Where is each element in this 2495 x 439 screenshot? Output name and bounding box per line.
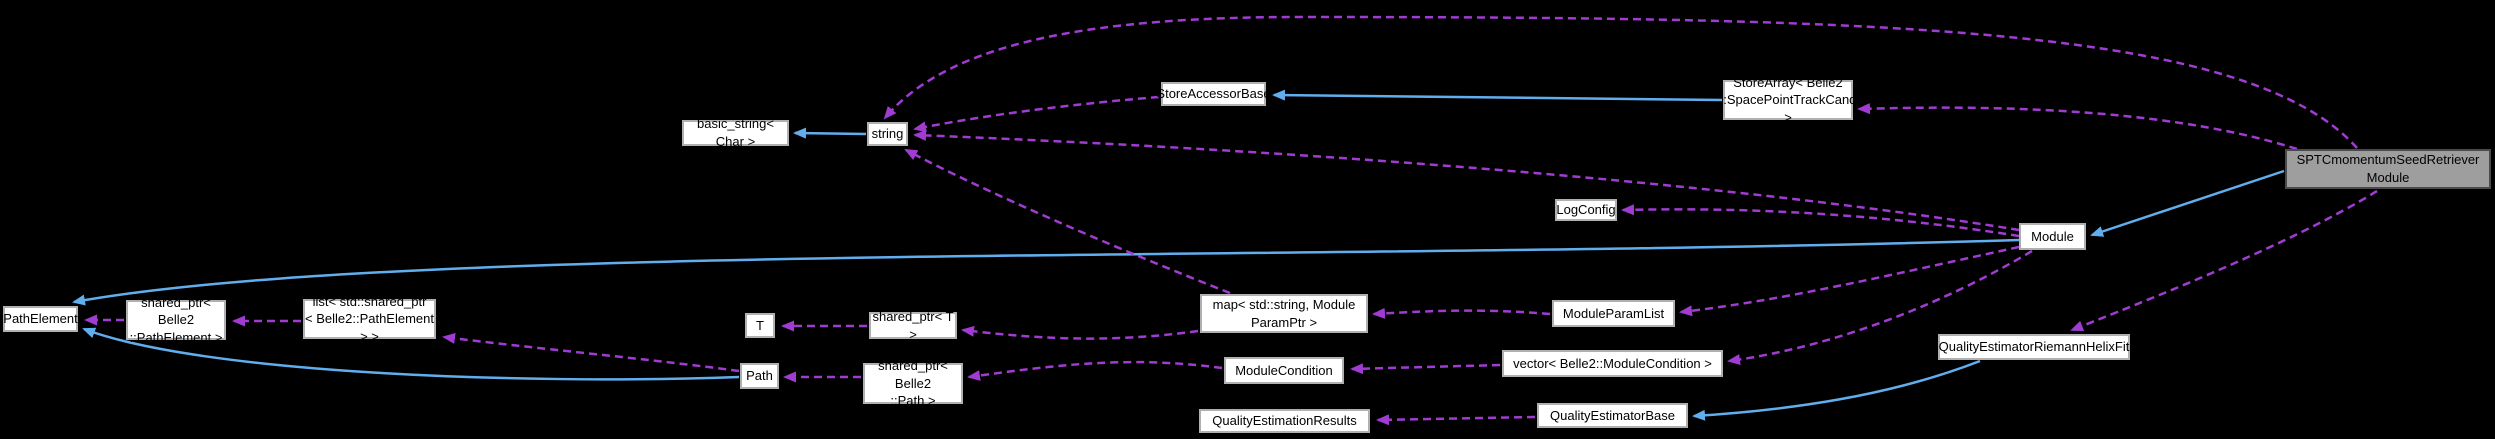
node-label: basic_string< Char > [697,116,774,149]
edge-path-to-pathelement [82,327,740,381]
node-label: shared_ptr< Belle2 ::Path > [878,358,948,409]
node-label: Module [2031,228,2074,244]
node-path[interactable]: Path [740,363,779,389]
edge-modulecondition-to-sharedptrpath [967,360,1223,381]
edge-string-to-basic-string [793,127,867,139]
node-module-condition[interactable]: ModuleCondition [1224,357,1344,384]
edge-qebase-to-qeresults [1376,414,1536,426]
edge-storeaccessorbase-to-string [913,95,1160,133]
edge-map-to-string [904,148,1231,295]
node-label: shared_ptr< T > [872,308,954,342]
node-label: PathElement [3,311,78,327]
edge-module-to-string [913,129,2020,232]
edge-sptcmodule-to-string-arc [883,15,2358,149]
node-label: QualityEstimatorRiemannHelixFit [1938,339,2130,355]
node-module[interactable]: Module [2019,223,2086,250]
edge-sptcmodule-to-module [2090,169,2285,237]
node-label: T [756,317,764,333]
edge-map-to-sharedptrt [961,325,1199,340]
node-label: QualityEstimationResults [1212,413,1357,429]
edge-sptcmodule-to-qerhf [2070,189,2378,332]
edge-vector-to-modulecondition [1350,363,1501,375]
node-label: LogConfig [1556,202,1616,218]
node-label: ModuleParamList [1562,305,1665,321]
edge-storearray-to-storeaccessorbase [1272,89,1723,102]
node-store-array-spacepointtrackcand[interactable]: StoreArray< Belle2 ::SpacePointTrackCand… [1720,75,1857,125]
node-label: SPTCmomentumSeedRetriever Module [2296,152,2480,185]
node-label: string [871,126,904,142]
node-quality-estimator-riemann-helix-fit[interactable]: QualityEstimatorRiemannHelixFit [1938,334,2130,360]
edge-moduleparamlist-to-map [1372,307,1551,319]
edge-module-to-vector [1727,249,2033,365]
node-store-accessor-base[interactable]: StoreAccessorBase [1156,82,1271,106]
edge-qerhf-to-qebase [1692,359,1981,421]
node-path-element[interactable]: PathElement [3,306,78,332]
node-module-param-list[interactable]: ModuleParamList [1552,300,1675,327]
node-sptc-momentum-seed-retriever-module[interactable]: SPTCmomentumSeedRetriever Module [2285,149,2491,189]
edge-module-to-pathelement [72,238,2020,306]
node-label: list< std::shared_ptr < Belle2::PathElem… [305,293,434,344]
node-label: shared_ptr< Belle2 ::PathElement > [129,294,223,345]
edge-module-to-moduleparamlist [1679,245,2020,317]
node-basic-string-char[interactable]: basic_string< Char > [682,116,789,149]
node-label: Path [746,368,773,384]
node-quality-estimator-base[interactable]: QualityEstimatorBase [1537,403,1688,428]
node-t[interactable]: T [745,313,775,338]
node-log-config[interactable]: LogConfig [1555,199,1617,221]
node-shared-ptr-path[interactable]: shared_ptr< Belle2 ::Path > [863,358,963,408]
edge-sptcmodule-to-storearray [1857,103,2298,151]
node-label: vector< Belle2::ModuleCondition > [1513,355,1712,371]
node-list-shared-ptr-pathelement[interactable]: list< std::shared_ptr < Belle2::PathElem… [303,294,436,344]
node-quality-estimation-results[interactable]: QualityEstimationResults [1199,409,1370,433]
node-label: StoreAccessorBase [1156,86,1271,102]
node-shared-ptr-t[interactable]: shared_ptr< T > [869,309,957,342]
node-label: ModuleCondition [1235,362,1333,378]
node-string[interactable]: string [867,122,908,146]
edge-path-to-list [442,332,740,373]
node-map-string-moduleparamptr[interactable]: map< std::string, Module ParamPtr > [1200,294,1368,333]
node-label: QualityEstimatorBase [1550,407,1675,423]
node-shared-ptr-pathelement[interactable]: shared_ptr< Belle2 ::PathElement > [126,295,226,345]
node-label: StoreArray< Belle2 ::SpacePointTrackCand… [1719,74,1857,125]
node-vector-module-condition[interactable]: vector< Belle2::ModuleCondition > [1502,350,1723,377]
node-label: map< std::string, Module ParamPtr > [1212,296,1356,330]
edge-module-to-logconfig [1621,204,2020,238]
